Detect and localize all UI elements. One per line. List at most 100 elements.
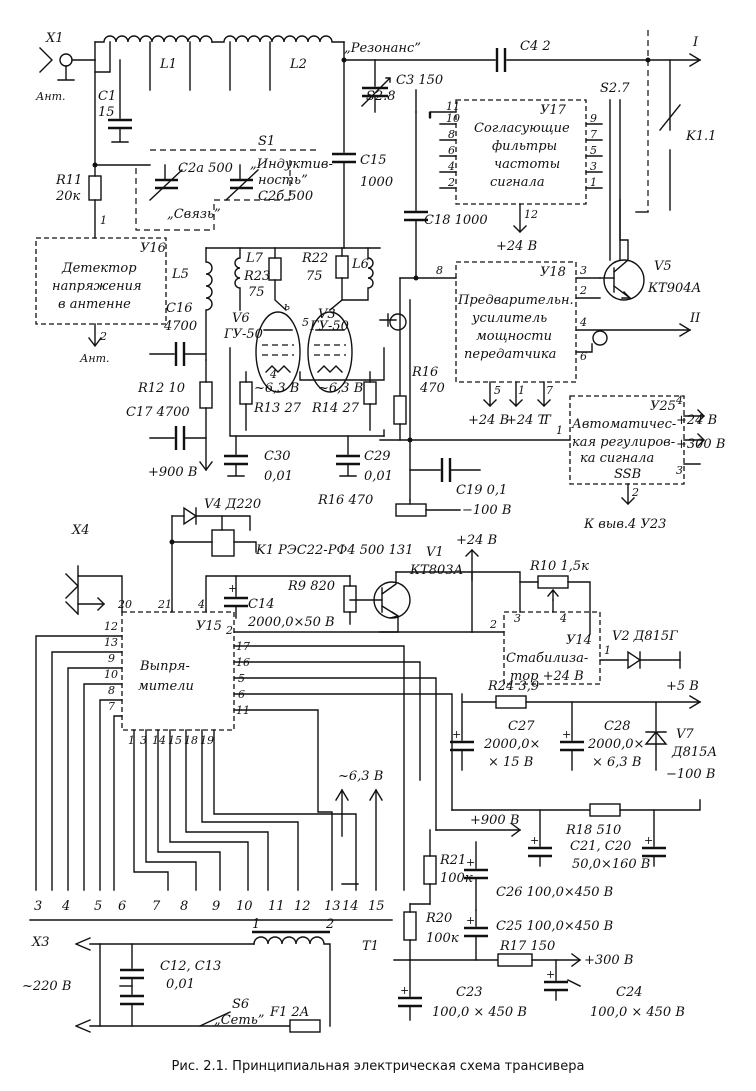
terminal-13: 13 xyxy=(324,899,341,914)
x4-connector: X4 xyxy=(65,523,123,615)
u17-line-2: фильтры xyxy=(492,139,557,154)
label-r24: R24 3,9 xyxy=(487,679,539,694)
terminal-6: 6 xyxy=(118,899,126,914)
label-induct-2: ность” xyxy=(258,173,308,188)
label-v3: V3 xyxy=(318,307,336,322)
svg-text:1: 1 xyxy=(604,644,611,657)
svg-text:4: 4 xyxy=(559,612,567,625)
label-ant-2: Ант. xyxy=(79,352,110,365)
label-c29-value: 0,01 xyxy=(364,469,393,484)
label-mains: ~220 В xyxy=(22,979,71,994)
svg-text:4: 4 xyxy=(447,160,455,173)
svg-text:+: + xyxy=(466,914,475,927)
label-p900a: +900 В xyxy=(148,465,197,480)
v5-transistor: V5 КТ904А xyxy=(599,199,701,301)
label-v6: V6 xyxy=(232,311,250,326)
label-c4: C4 2 xyxy=(520,39,551,54)
block-u15: У15 Выпря- мители 20 21 4 2 12 13 9 10 8… xyxy=(104,598,473,747)
r10-pot: R10 1,5к 3 4 xyxy=(471,559,591,635)
label-v5: V5 xyxy=(654,259,672,274)
s1-switch-section: S1 C2а 500 „Связь” C2б 500 „Индуктив- но… xyxy=(135,134,333,231)
label-ant: Ант. xyxy=(35,90,66,103)
u18-line-3: мощности xyxy=(476,329,552,344)
label-c28-value-2: × 6,3 В xyxy=(592,755,641,770)
label-t1-pin1: 1 xyxy=(252,917,260,932)
terminal-4: 4 xyxy=(61,899,70,914)
label-induct-1: „Индуктив- xyxy=(250,157,333,172)
c18-capacitor: C18 1000 8 xyxy=(399,111,488,281)
label-c24: C24 xyxy=(616,985,643,1000)
svg-text:19: 19 xyxy=(200,734,214,747)
label-c2a: C2а 500 xyxy=(178,161,233,176)
label-m100b: −100 В xyxy=(666,767,715,782)
terminal-7: 7 xyxy=(152,899,161,914)
label-c27-value-2: × 15 В xyxy=(488,755,533,770)
u18-ref: У18 xyxy=(540,265,566,280)
svg-text:6: 6 xyxy=(448,144,455,157)
label-r18: R18 510 xyxy=(565,823,621,838)
label-c23: C23 xyxy=(456,985,483,1000)
label-v2: V2 Д815Г xyxy=(612,629,678,644)
svg-text:+: + xyxy=(546,968,555,981)
label-x1: X1 xyxy=(45,31,64,46)
mains-section: X3 ~220 В C12, C13 0,01 1 2 T1 S6 „Сеть”… xyxy=(22,917,379,1033)
label-c15: C15 xyxy=(360,153,387,168)
label-c28-value: 2000,0× xyxy=(587,737,644,752)
svg-text:4: 4 xyxy=(269,368,277,381)
label-f63c: ~6,3 В xyxy=(338,769,383,784)
label-f63b: ~6,3 В xyxy=(318,381,363,396)
label-r21-value: 100к xyxy=(440,871,473,886)
label-l2: L2 xyxy=(289,57,307,72)
svg-text:2: 2 xyxy=(631,486,639,499)
u25-line-3: ка сигнала xyxy=(580,451,654,466)
label-l1: L1 xyxy=(159,57,177,72)
label-c26: C26 100,0×450 В xyxy=(496,885,613,900)
label-m100a: −100 В xyxy=(462,503,511,518)
svg-text:11: 11 xyxy=(446,100,460,113)
label-p24t: +24 Т xyxy=(506,413,548,428)
r11-resistor: R11 20к 1 xyxy=(55,71,151,239)
v1-regulator: + C14 2000,0×50 В R9 820 V1 КТ803А +24 В xyxy=(205,533,521,633)
svg-text:5: 5 xyxy=(494,384,501,397)
label-c30: C30 xyxy=(264,449,291,464)
svg-text:3: 3 xyxy=(676,464,683,477)
terminal-11: 11 xyxy=(268,899,285,914)
label-c15-value: 1000 xyxy=(360,175,393,190)
terminal-9: 9 xyxy=(212,899,220,914)
label-t1-pin2: 2 xyxy=(325,917,334,932)
u25-line-1: Автоматичес- xyxy=(571,417,676,432)
svg-text:3: 3 xyxy=(514,612,521,625)
label-l6: L6 xyxy=(351,257,369,272)
svg-text:1: 1 xyxy=(590,176,597,189)
label-r20-value: 100к xyxy=(426,931,459,946)
label-l7: L7 xyxy=(245,251,264,266)
block-u18: У18 Предварительн. усилитель мощности пе… xyxy=(455,261,701,428)
relay-section: V4 Д220 K1 РЭС22-РФ4 500 131 xyxy=(169,497,413,611)
svg-text:3: 3 xyxy=(580,264,587,277)
block-u25: У25 Автоматичес- кая регулиров- ка сигна… xyxy=(569,394,725,532)
svg-text:14: 14 xyxy=(152,734,166,747)
label-x3: X3 xyxy=(31,935,50,950)
u14-line-1: Стабилиза- xyxy=(506,651,588,666)
label-c17: C17 4700 xyxy=(126,405,190,420)
label-r11: R11 xyxy=(55,173,82,188)
u18-line-2: усилитель xyxy=(471,311,547,326)
label-r16a-value: 470 xyxy=(419,381,445,396)
label-out-ii: II xyxy=(689,311,701,326)
label-r23-value: 75 xyxy=(248,285,265,300)
label-rezonans: „Резонанс” xyxy=(344,41,421,56)
label-set: „Сеть” xyxy=(214,1013,264,1028)
c1-capacitor: C1 15 xyxy=(98,59,132,143)
label-c16: C16 xyxy=(166,301,193,316)
svg-text:13: 13 xyxy=(104,636,118,649)
svg-text:1: 1 xyxy=(100,214,107,227)
svg-text:5: 5 xyxy=(302,316,309,329)
r16-section: R16 470 1 C19 0,1 R16 470 −100 В xyxy=(317,277,571,518)
label-s28: S2.8 xyxy=(366,89,396,104)
label-r22-value: 75 xyxy=(306,269,323,284)
terminal-5: 5 xyxy=(94,899,102,914)
label-r9: R9 820 xyxy=(287,579,335,594)
u17-line-4: сигнала xyxy=(490,175,545,190)
label-r13: R13 27 xyxy=(253,401,302,416)
